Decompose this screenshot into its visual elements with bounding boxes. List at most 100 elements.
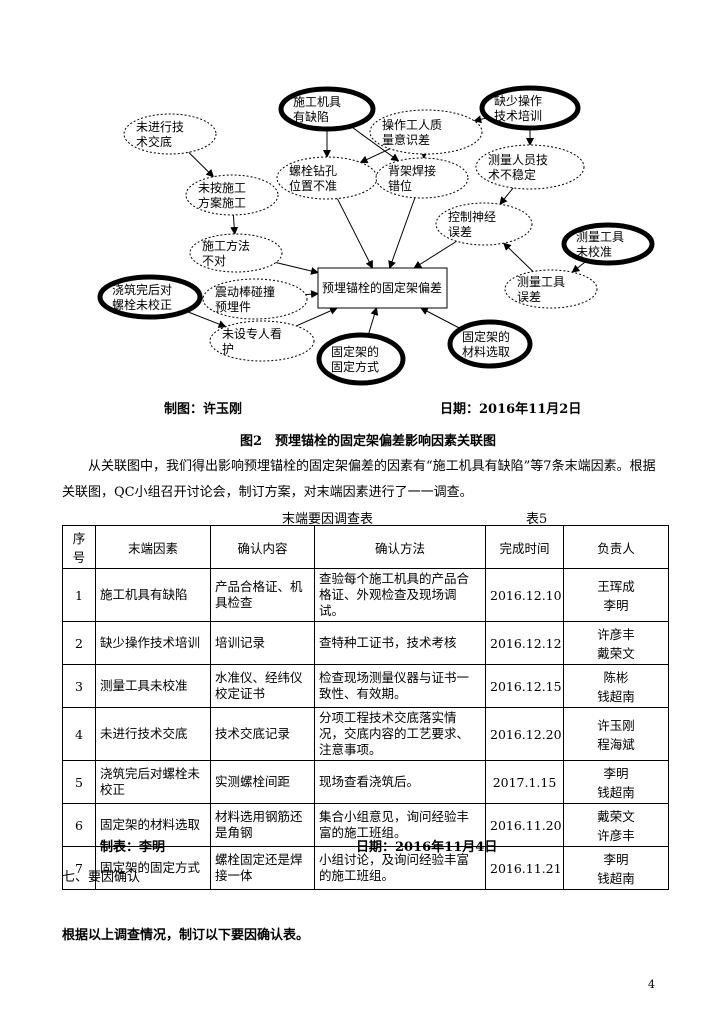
table-cell: 水准仪、经纬仪校定证书 [210, 664, 315, 708]
section-heading: 七、要因确认 [62, 870, 141, 885]
cause-node-label: 术交底 [136, 134, 172, 149]
header-cell: 序号 [62, 525, 96, 569]
cause-node: 缺少操作技术培训 [479, 85, 581, 131]
table-cell: 许彦丰 戴荣文 [563, 621, 669, 665]
cause-node: 施工机具有缺陷 [278, 86, 376, 132]
cause-node-label: 术不稳定 [488, 167, 536, 182]
table-cell: 1 [62, 568, 96, 622]
table-cell: 测量工具未校准 [95, 664, 211, 708]
paragraph-1: 从关联图中，我们得出影响预埋锚栓的固定架偏差的因素有“施工机具有缺陷”等7条末端… [62, 459, 656, 500]
cause-node-label: 测量工具 [576, 230, 624, 244]
table-cell: 施工机具有缺陷 [95, 568, 211, 622]
cause-node-label: 测量工具 [517, 275, 565, 289]
table-cell: 缺少操作技术培训 [95, 621, 211, 665]
cause-node-label: 材料选取 [462, 345, 510, 359]
table-cell: 技术交底记录 [210, 707, 315, 761]
table-cell: 培训记录 [210, 621, 315, 665]
table-cell: 2016.12.20 [485, 707, 564, 761]
relation-arrow [275, 262, 319, 275]
cause-node-label: 有缺陷 [293, 109, 329, 124]
relation-arrow [388, 197, 416, 269]
relation-arrow [188, 151, 215, 178]
header-cell: 完成时间 [485, 525, 564, 569]
table-cell: 未进行技术交底 [95, 707, 211, 761]
table-cell: 现场查看浇筑后。 [314, 760, 486, 804]
table-date: 日期：2016年11月4日 [356, 840, 498, 855]
table-cell: 小组讨论，及询问经验丰富的施工班组。 [314, 846, 486, 890]
relation-arrow [499, 187, 514, 205]
cause-node-label: 浇筑完后对 [112, 282, 172, 297]
relation-diagram: 未进行技术交底施工机具有缺陷操作工人质量意识差缺少操作技术培训未按施工方案施工螺… [97, 85, 655, 386]
cause-node-label: 未设专人看 [222, 326, 282, 341]
table-cell: 检查现场测量仪器与证书一致性、有效期。 [314, 664, 486, 708]
relation-arrow [305, 290, 319, 299]
page-number: 4 [648, 978, 655, 991]
cause-node: 未进行技术交底 [123, 113, 217, 155]
table-maker: 制表：李明 [100, 840, 166, 855]
cause-node-label: 固定架的 [331, 344, 379, 359]
table-cell: 5 [62, 760, 96, 804]
paragraph-2: 根据以上调查情况，制订以下要因确认表。 [62, 928, 310, 943]
relation-arrow [413, 240, 457, 269]
table-cell: 李明 钱超南 [563, 846, 669, 890]
cause-node: 测量工具未校准 [561, 222, 655, 266]
table-cell: 固定架的固定方式 [95, 846, 211, 890]
table-cell: 许玉刚 程海斌 [563, 707, 669, 761]
table-cell: 6 [62, 803, 96, 847]
table-cell: 3 [62, 664, 96, 708]
cause-node-label: 固定方式 [331, 359, 379, 374]
header-cell: 末端因素 [95, 525, 211, 569]
table-cell: 浇筑完后对螺栓未校正 [95, 760, 211, 804]
table-cell: 查特种工证书，技术考核 [314, 621, 486, 665]
cause-node-label: 震动棒碰撞 [215, 284, 275, 299]
figure-caption: 图2 预埋锚栓的固定架偏差影响因素关联图 [240, 434, 497, 449]
cause-node-label: 位置不准 [289, 178, 337, 193]
table-cell: 实测螺栓间距 [210, 760, 315, 804]
cause-node-label: 不对 [202, 254, 226, 268]
diagram-date: 日期：2016年11月2日 [440, 402, 582, 417]
header-cell: 负责人 [563, 525, 669, 569]
table-number: 表5 [526, 512, 548, 527]
table-cell: 2016.12.12 [485, 621, 564, 665]
cause-node-label: 未按施工 [198, 181, 246, 195]
table-cell: 2017.1.15 [485, 760, 564, 804]
table-cell: 2016.11.21 [485, 846, 564, 890]
cause-node: 浇筑完后对螺栓未校正 [97, 274, 203, 320]
table-cell: 查验每个施工机具的产品合格证、外观检查及现场调试。 [314, 568, 486, 622]
relation-arrow [367, 307, 379, 336]
table-cell: 2016.11.20 [485, 803, 564, 847]
relation-arrow [350, 125, 400, 162]
cause-node-label: 误差 [448, 225, 472, 239]
relation-arrow [503, 242, 534, 272]
cause-node-label: 护 [222, 342, 234, 356]
cause-node-label: 方案施工 [198, 195, 246, 210]
center-problem-box: 预埋锚栓的固定架偏差 [317, 267, 448, 309]
table-cell: 4 [62, 707, 96, 761]
cause-node-label: 施工机具 [293, 95, 341, 109]
cause-node-label: 固定架的 [462, 329, 510, 344]
cause-node-label: 测量人员技 [488, 153, 548, 167]
diagram-maker: 制图：许玉刚 [164, 402, 243, 417]
cause-node-label: 预埋件 [215, 300, 251, 314]
relation-arrow [185, 310, 227, 328]
cause-node: 固定架的固定方式 [316, 332, 406, 386]
table-cell: 产品合格证、机具检查 [210, 568, 315, 622]
cause-node-label: 未校准 [576, 244, 612, 259]
relation-arrow [230, 214, 239, 236]
cause-node-label: 量意识差 [382, 132, 430, 147]
table-cell: 集合小组意见，询问经验丰富的施工班组。 [314, 803, 486, 847]
relation-arrow [359, 148, 391, 164]
cause-node-label: 操作工人质 [382, 117, 442, 132]
